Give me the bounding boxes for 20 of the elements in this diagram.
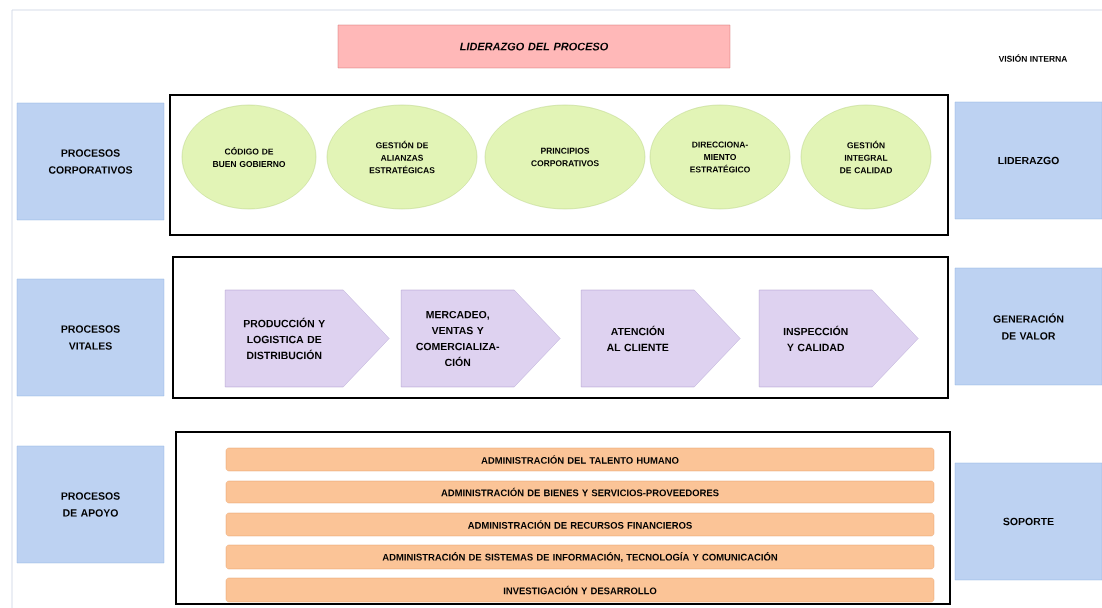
process-bar: INVESTIGACIÓN Y DESARROLLO bbox=[225, 577, 935, 603]
process-bar: ADMINISTRACIÓN DEL TALENTO HUMANO bbox=[225, 447, 935, 472]
process-bar: ADMINISTRACIÓN DE SISTEMAS DE INFORMACIÓN, TECNOLOGÍA Y COMUNICACIÓN bbox=[225, 544, 935, 570]
process-bar: ADMINISTRACIÓN DE BIENES Y SERVICIOS-PROVEEDORES bbox=[225, 480, 935, 504]
category-box: SOPORTE bbox=[954, 462, 1102, 581]
group-frame bbox=[175, 431, 951, 605]
category-box: LIDERAZGO bbox=[954, 101, 1102, 220]
category-box: PROCESOS CORPORATIVOS bbox=[16, 102, 165, 221]
group-frame bbox=[172, 256, 949, 399]
heading-text: VISIÓN INTERNA bbox=[998, 54, 1068, 62]
title-box: LIDERAZGO DEL PROCESO bbox=[337, 24, 731, 69]
process-step: INSPECCIÓN Y CALIDAD bbox=[759, 289, 919, 388]
process-step: ATENCIÓN AL CLIENTE bbox=[581, 289, 741, 388]
group-frame bbox=[169, 94, 949, 236]
process-step: MERCADEO, VENTAS Y COMERCIALIZA-CIÓN bbox=[401, 289, 561, 388]
process-step: PRODUCCIÓN Y LOGISTICA DE DISTRIBUCIÓN bbox=[225, 289, 390, 388]
process-bar: ADMINISTRACIÓN DE RECURSOS FINANCIEROS bbox=[225, 512, 935, 537]
category-box: PROCESOS DE APOYO bbox=[16, 445, 165, 564]
category-box: PROCESOS VITALES bbox=[16, 278, 165, 397]
category-box: GENERACIÓN DE VALOR bbox=[954, 267, 1102, 386]
